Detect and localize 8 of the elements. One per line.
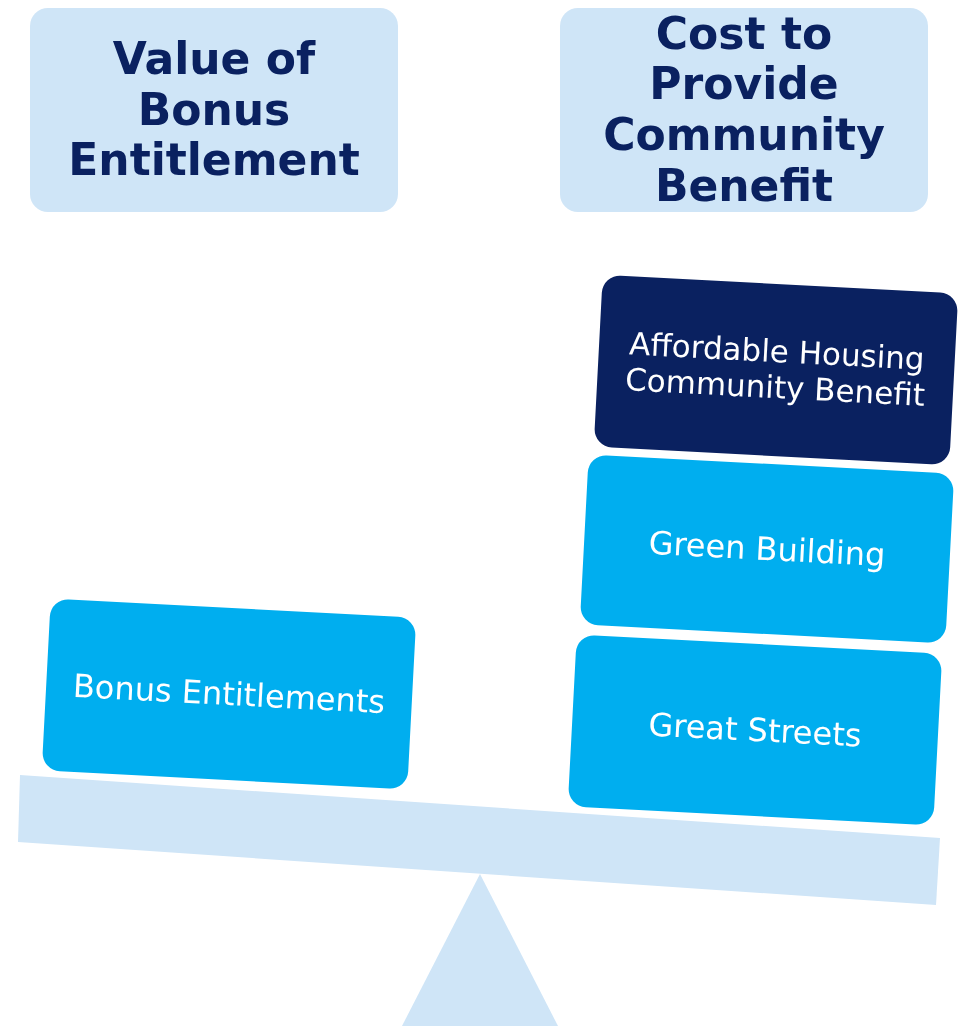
block-label: Bonus Entitlements bbox=[72, 667, 386, 721]
heading-card bbox=[560, 8, 928, 212]
block-label: Affordable Housing Community Benefit bbox=[623, 326, 927, 414]
block-label: Green Building bbox=[647, 524, 887, 574]
heading-text: Value of Bonus Entitlement bbox=[67, 34, 361, 186]
heading-text: Cost to Provide Community Benefit bbox=[602, 8, 886, 212]
block-label: Great Streets bbox=[647, 706, 863, 754]
heading-card bbox=[30, 8, 398, 212]
